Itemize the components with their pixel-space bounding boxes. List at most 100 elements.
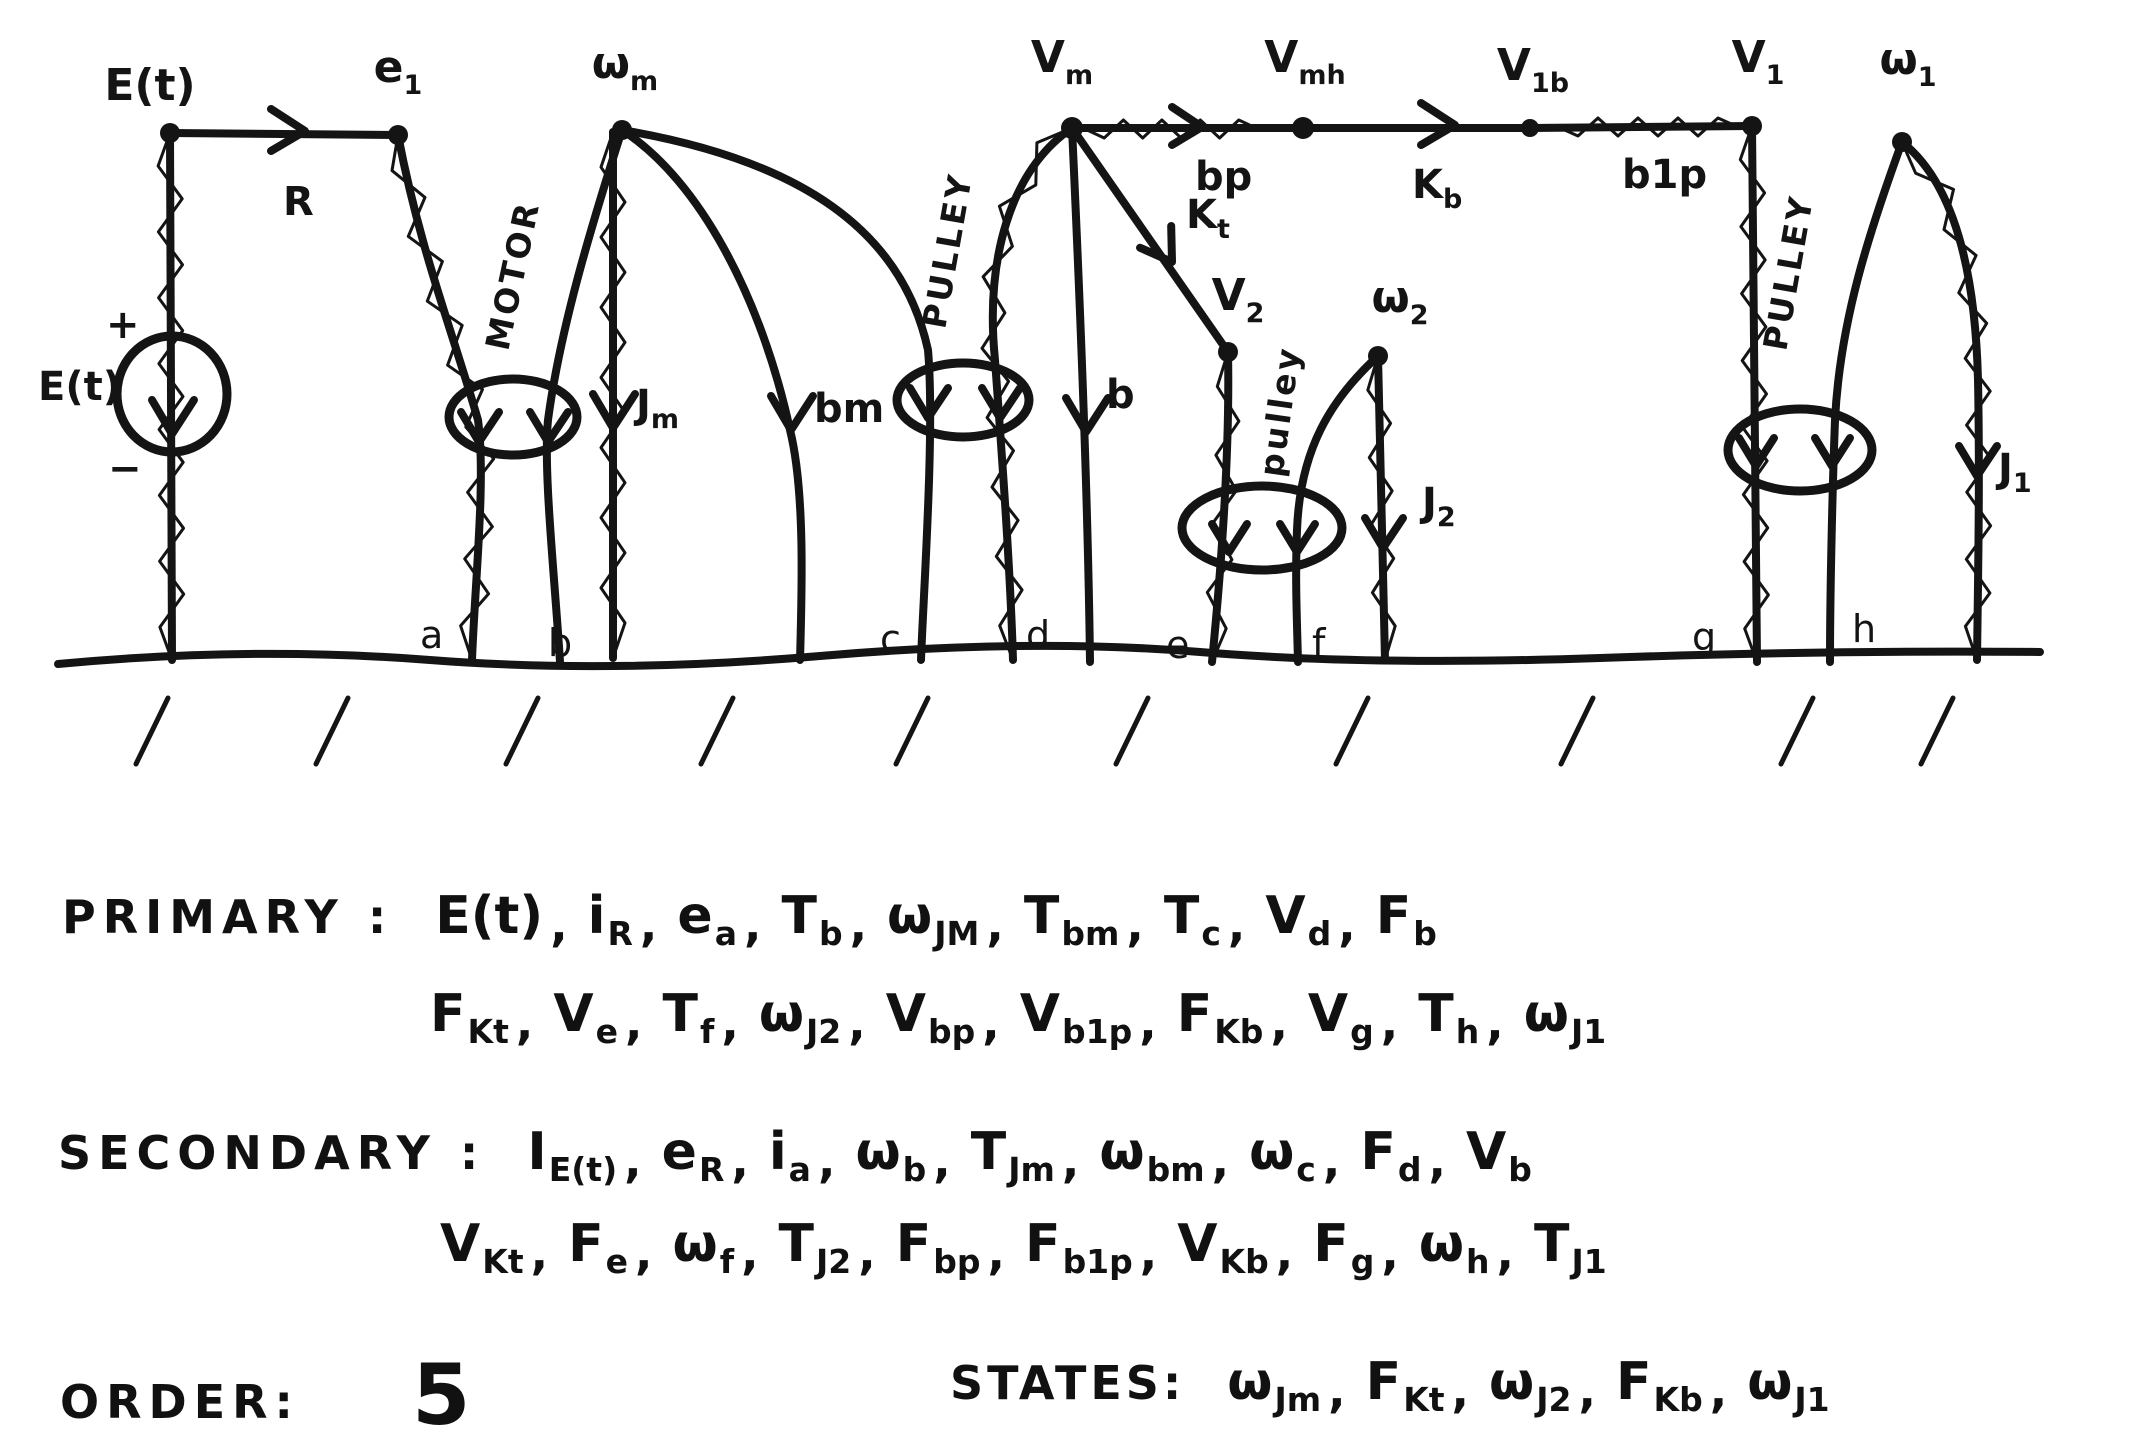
edge-label-Kt: Kt [1186, 192, 1230, 245]
edge-label-Jm: Jm [633, 382, 679, 435]
source-name-label: E(t) [38, 364, 121, 410]
source-plus-sign: + [106, 302, 140, 348]
edge-h-pulley3-right [1826, 138, 1906, 666]
zigzag-decoration [1366, 354, 1397, 662]
zigzag-decoration [980, 126, 1074, 662]
ground-letter-h: h [1852, 607, 1876, 651]
order-caption: ORDER: [60, 1375, 300, 1429]
zigzag-decoration [1900, 140, 1993, 662]
edge-label-Kb: Kb [1412, 162, 1462, 215]
ground-letter-b: b [548, 621, 572, 665]
edge-f-pulley2-right [1292, 352, 1382, 666]
node-label-w2: ω2 [1371, 272, 1428, 331]
zigzag-decoration [1083, 118, 1260, 140]
zigzag-decoration [156, 131, 186, 662]
pulley2-ellipse [1177, 481, 1347, 575]
ground-letter-e: e [1166, 623, 1189, 667]
pulley2-label: pulley [1251, 343, 1308, 479]
source-circle [112, 331, 232, 457]
node-label-V1: V1 [1732, 32, 1785, 91]
pulley3-ellipse [1723, 404, 1877, 496]
ground-letter-a: a [420, 613, 443, 657]
edge-label-bp: bp [1195, 154, 1252, 200]
node-label-Vmh: Vmh [1264, 32, 1345, 91]
arrowheads [148, 99, 2001, 556]
edge-c-pulley-left [618, 126, 935, 664]
edge-g-pulley3-left [1748, 122, 1761, 666]
primary-caption: PRIMARY : [62, 890, 394, 944]
edge-R-wire [166, 129, 402, 139]
node-label-wm: ωm [592, 38, 658, 97]
node-label-Et: E(t) [104, 60, 195, 111]
order-value: 5 [411, 1346, 471, 1436]
edge-label-J2: J2 [1419, 480, 1456, 533]
source-minus-sign: − [108, 446, 142, 492]
edge-a-motor-primary [394, 131, 485, 664]
edge-label-b1p: b1p [1622, 152, 1707, 198]
zigzag-decoration [599, 130, 627, 660]
node-label-V1b: V1b [1497, 40, 1569, 99]
edge-b-damper [1068, 124, 1094, 666]
edge-label-bm: bm [814, 386, 884, 432]
edge-source [166, 129, 176, 664]
order-row: ORDER: 5 [60, 1340, 470, 1436]
states-caption: STATES: [950, 1356, 1186, 1410]
edge-label-J1: J1 [1995, 446, 2032, 499]
motor-label: MOTOR [478, 197, 548, 354]
node-label-e1: e1 [374, 42, 423, 101]
ground-letter-c: c [880, 617, 901, 661]
edge-b1p-wire [1526, 122, 1756, 132]
edge-d-pulley-right [988, 124, 1076, 664]
node-label-V2: V2 [1212, 270, 1265, 329]
pulley1-ellipse [892, 358, 1034, 442]
node-label-w1: ω1 [1879, 34, 1936, 93]
zigzag-decoration [1556, 116, 1740, 138]
zigzag-decoration [390, 133, 496, 662]
zigzag-decoration [1205, 350, 1241, 664]
list-term: E(t), [435, 886, 568, 952]
ground-hatching [133, 695, 1956, 767]
edge-Kt [1068, 124, 1232, 356]
node-label-Vm: Vm [1031, 32, 1093, 91]
